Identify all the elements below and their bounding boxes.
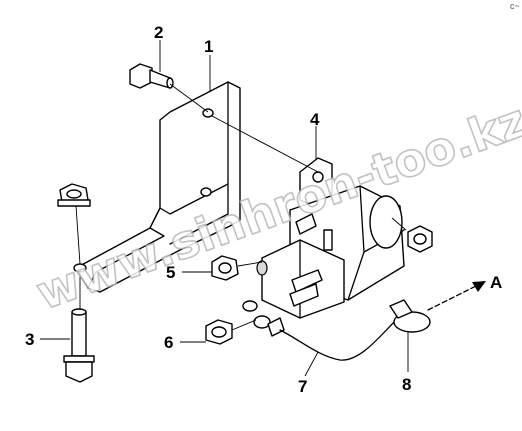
callout-7: 7 bbox=[298, 377, 307, 396]
cable-clip bbox=[389, 299, 431, 333]
wire-harness bbox=[279, 317, 399, 361]
callout-2: 2 bbox=[154, 23, 163, 42]
nut-5 bbox=[211, 255, 239, 281]
nut-right bbox=[407, 225, 433, 253]
mounting-bracket bbox=[73, 81, 241, 293]
corner-mark: c~ bbox=[510, 1, 520, 11]
callout-8: 8 bbox=[402, 375, 411, 394]
bolt-long bbox=[63, 308, 95, 383]
callout-5: 5 bbox=[166, 263, 175, 282]
callout-4: 4 bbox=[310, 110, 320, 129]
assembly-lines bbox=[75, 83, 407, 331]
arrow-label-a: A bbox=[490, 273, 502, 292]
callout-6: 6 bbox=[164, 333, 173, 352]
callout-3: 3 bbox=[25, 330, 34, 349]
callout-leaders bbox=[40, 40, 409, 377]
callout-1: 1 bbox=[204, 37, 213, 56]
nut-top-left bbox=[57, 183, 91, 207]
nut-6 bbox=[205, 300, 285, 345]
bolt-short bbox=[129, 63, 174, 89]
direction-arrow-a bbox=[427, 281, 486, 311]
starter-solenoid bbox=[256, 157, 405, 319]
